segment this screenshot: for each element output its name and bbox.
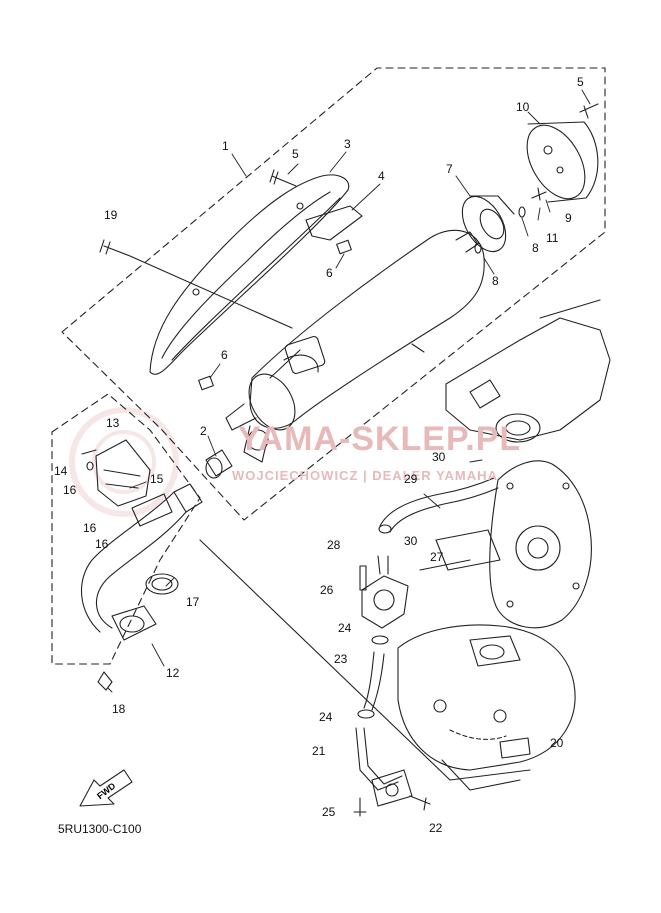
end-cap	[526, 121, 599, 203]
callout-5: 5	[292, 147, 299, 161]
callout-16: 16	[95, 537, 109, 551]
callout-2: 2	[200, 424, 207, 438]
callout-6: 6	[221, 348, 228, 362]
gasket-20	[499, 737, 531, 759]
gasket-ring	[205, 449, 233, 479]
hose-clamps	[357, 635, 389, 719]
engine-cylinder	[397, 624, 576, 771]
callout-28: 28	[327, 538, 341, 552]
callout-25: 25	[322, 805, 336, 819]
bolt-19-line	[129, 255, 293, 329]
callout-3: 3	[344, 137, 351, 151]
callout-20: 20	[550, 736, 564, 750]
callout-22: 22	[429, 821, 443, 835]
callout-10: 10	[516, 100, 530, 114]
callout-26: 26	[320, 583, 334, 597]
callout-12: 12	[166, 666, 180, 680]
callout-24: 24	[338, 621, 352, 635]
exhaust-pipe	[81, 483, 203, 641]
watermark-emblem	[69, 407, 179, 517]
bolt-22	[409, 795, 431, 811]
callout-17: 17	[186, 595, 200, 609]
callout-5: 5	[577, 75, 584, 89]
protector-ribs	[103, 469, 141, 489]
callout-7: 7	[446, 162, 453, 176]
callout-30: 30	[432, 450, 446, 464]
callout-11: 11	[546, 231, 559, 245]
callout-27: 27	[430, 550, 444, 564]
callout-30: 30	[404, 534, 418, 548]
callout-24: 24	[319, 710, 333, 724]
callout-14: 14	[54, 464, 68, 478]
callout-6: 6	[326, 266, 333, 280]
diagram-code: 5RU1300-C100	[58, 822, 142, 836]
callout-16: 16	[83, 521, 97, 535]
gasket-plate	[305, 205, 363, 241]
air-cut-valve	[359, 555, 409, 629]
callout-8: 8	[532, 241, 539, 255]
muffler-body	[225, 229, 485, 463]
lower-hose	[363, 651, 385, 711]
fwd-arrow-icon	[79, 769, 133, 807]
callout-19: 19	[104, 208, 118, 222]
callout-29: 29	[404, 472, 418, 486]
protector	[95, 439, 151, 507]
crankcase	[489, 460, 592, 629]
air-pipe	[355, 727, 413, 807]
exhaust-pipe-group-outline	[51, 393, 201, 665]
callout-9: 9	[565, 211, 572, 225]
callout-8: 8	[492, 274, 499, 288]
watermark-subtext: WOJCIECHOWICZ | DEALER YAMAHA	[232, 468, 498, 483]
watermark-text: YAMA-SKLEP.PL	[238, 420, 522, 458]
heat-shield	[149, 174, 350, 375]
muffler-group-outline	[61, 67, 606, 521]
engine-upper	[445, 299, 611, 443]
callout-16: 16	[63, 483, 77, 497]
guide-lines	[199, 529, 531, 791]
callout-1: 1	[222, 139, 229, 153]
bolt-25	[353, 797, 367, 817]
end-plate	[461, 195, 515, 253]
callout-15: 15	[150, 472, 164, 486]
callout-21: 21	[312, 744, 326, 758]
pipe-gasket	[145, 573, 179, 595]
fasteners	[81, 103, 599, 691]
callout-13: 13	[106, 416, 120, 430]
air-hose	[378, 477, 499, 534]
callout-18: 18	[112, 702, 126, 716]
leader-lines	[107, 89, 591, 693]
callout-4: 4	[378, 169, 385, 183]
callout-23: 23	[334, 652, 348, 666]
